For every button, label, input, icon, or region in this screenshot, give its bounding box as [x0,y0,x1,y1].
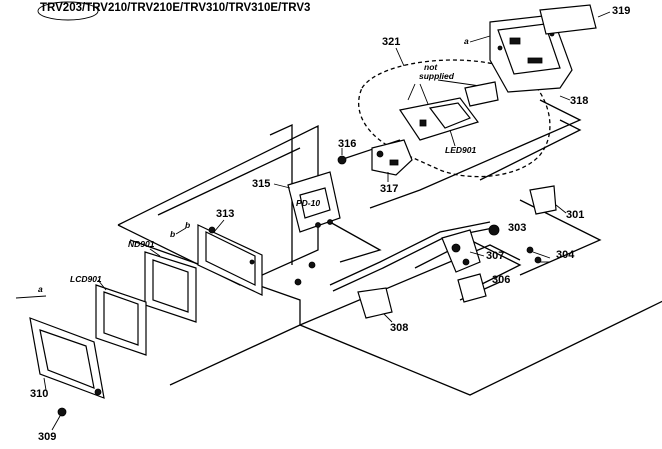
callout-308: 308 [390,322,408,334]
callout-321: 321 [382,36,400,48]
mark-b-right: b [185,220,190,230]
callout-319: 319 [612,5,630,17]
mark-a-left: a [38,284,43,294]
callout-307: 307 [486,250,504,262]
not-supplied-label-2: supplied [419,71,455,81]
callout-303: 303 [508,222,526,234]
part-lcd901-panel [95,284,147,356]
part-319-window [539,4,597,35]
callout-309: 309 [38,431,56,443]
part-309-screw [57,407,67,417]
part-318-cabinet [489,14,573,93]
part-308-clip [357,287,393,319]
mark-a-top: a [464,36,469,46]
callout-304: 304 [556,249,575,261]
connector-marks: a a b b [15,35,491,299]
pd10-label: PD-10 [296,198,320,208]
part-306-bracket [457,273,487,303]
not-supplied-label-1: not [424,62,438,72]
callout-301: 301 [566,209,584,221]
part-310-bezel [29,317,105,399]
callout-313: 313 [216,208,234,220]
nd901-label: ND901 [128,239,155,249]
callout-310: 310 [30,388,48,400]
part-301-clip [529,185,557,215]
callout-316: 316 [338,138,356,150]
part-nd901-filter [144,251,197,323]
callout-318: 318 [570,95,588,107]
model-list-text: TRV203/TRV210/TRV210E/TRV310/TRV310E/TRV… [40,2,310,14]
part-315-pd10-board: PD-10 [287,171,341,286]
mark-b-left: b [170,229,175,239]
part-313-frame [197,224,263,296]
model-header: TRV203/TRV210/TRV210E/TRV310/TRV310E/TRV… [37,1,310,21]
part-307-hinge [441,229,481,273]
callout-315: 315 [252,178,270,190]
lcd901-label: LCD901 [70,274,102,284]
part-317-bracket [371,139,413,176]
part-316-screw [337,148,347,165]
part-304-screws [526,246,551,264]
callout-317: 317 [380,183,398,195]
led901-assembly: LED901 [399,81,499,155]
callout-306: 306 [492,274,510,286]
part-name-labels: ND901 LCD901 [70,239,161,291]
led901-label: LED901 [445,145,476,155]
callout-labels: 319 321 318 316 315 317 313 301 303 307 … [30,5,630,443]
model-circle [37,1,99,21]
